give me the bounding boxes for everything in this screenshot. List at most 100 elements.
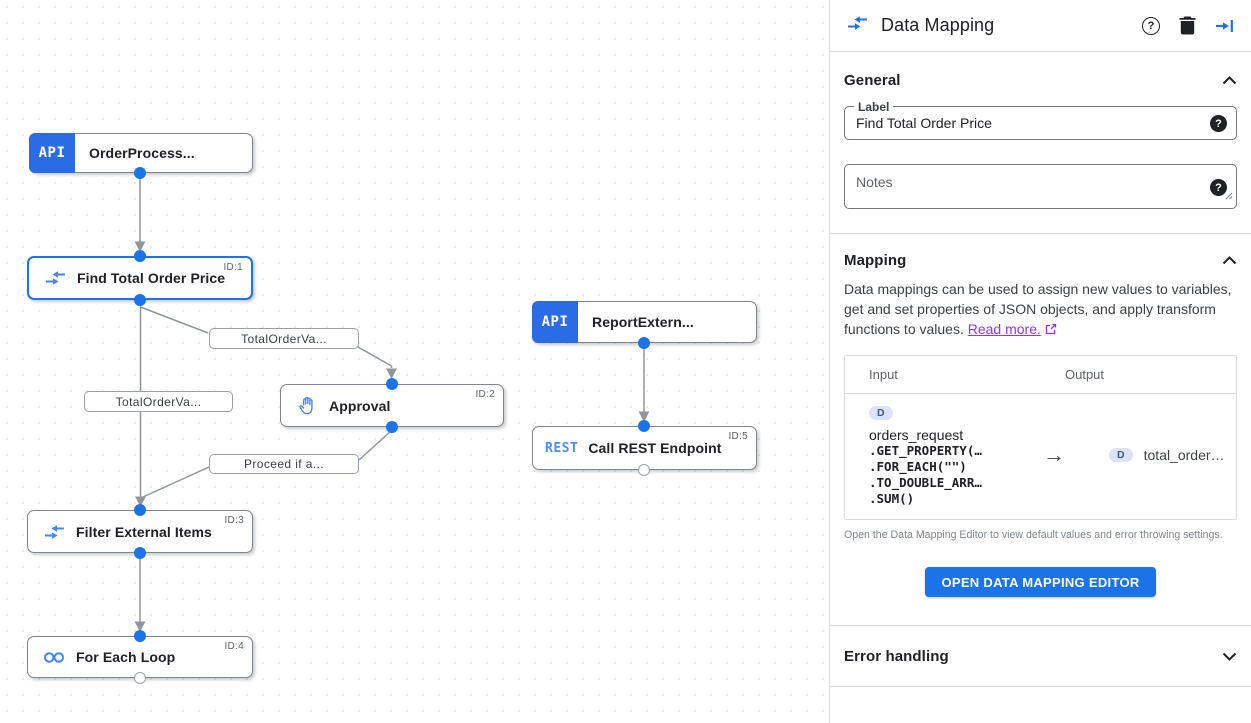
mapping-arrow-icon: → bbox=[1043, 442, 1065, 467]
mapping-caption: Open the Data Mapping Editor to view def… bbox=[844, 529, 1223, 541]
mapping-description: Data mappings can be used to assign new … bbox=[844, 279, 1237, 339]
data-mapping-icon bbox=[847, 15, 868, 36]
label-help-icon[interactable]: ? bbox=[1210, 115, 1227, 132]
delete-button[interactable] bbox=[1179, 16, 1196, 35]
chevron-up-icon bbox=[1222, 76, 1237, 85]
collapse-general-button[interactable] bbox=[1222, 76, 1237, 85]
transform-function: .TO_DOUBLE_ARR… bbox=[869, 475, 982, 490]
panel-header: Data Mapping ? bbox=[830, 0, 1251, 52]
chevron-up-icon bbox=[1222, 256, 1237, 265]
general-section-title: General bbox=[844, 72, 901, 89]
data-mapping-icon bbox=[43, 270, 67, 286]
connector-dot[interactable] bbox=[638, 337, 650, 349]
node-label: Approval bbox=[329, 397, 391, 414]
error-handling-section: Error handling bbox=[830, 626, 1251, 686]
connector-dot-open[interactable] bbox=[638, 464, 650, 476]
label-field-wrap: Label ? bbox=[844, 100, 1237, 140]
transform-function: .GET_PROPERTY(… bbox=[869, 443, 982, 458]
expand-error-handling-button[interactable] bbox=[1222, 652, 1237, 661]
connector-dot[interactable] bbox=[134, 504, 146, 516]
edge-label-proceed-if[interactable]: Proceed if a... bbox=[209, 454, 359, 474]
node-label: Call REST Endpoint bbox=[588, 440, 722, 456]
node-trigger-reportextern[interactable]: API ReportExtern... bbox=[532, 301, 757, 343]
collapse-panel-button[interactable] bbox=[1215, 18, 1234, 34]
connector-dot[interactable] bbox=[134, 167, 146, 179]
open-data-mapping-editor-button[interactable]: OPEN DATA MAPPING EDITOR bbox=[925, 567, 1156, 597]
connector-dot[interactable] bbox=[386, 378, 398, 390]
mapping-description-text: Data mappings can be used to assign new … bbox=[844, 281, 1232, 337]
notes-textarea[interactable] bbox=[845, 165, 1236, 208]
config-panel: Data Mapping ? General Label bbox=[830, 0, 1251, 723]
mapping-output-cell: D total_order… bbox=[1109, 447, 1225, 463]
node-for-each-loop[interactable]: For Each Loop ID:4 bbox=[27, 636, 253, 678]
node-label: ReportExtern... bbox=[592, 314, 694, 330]
api-trigger-icon: API bbox=[29, 133, 75, 173]
rest-icon: REST bbox=[545, 440, 579, 456]
node-trigger-orderprocess[interactable]: API OrderProcess... bbox=[29, 133, 253, 173]
label-field-label: Label bbox=[854, 100, 894, 114]
transform-function: .FOR_EACH("") bbox=[869, 459, 967, 474]
divider bbox=[830, 686, 1251, 687]
trash-icon bbox=[1179, 16, 1196, 35]
transform-function: .SUM() bbox=[869, 491, 915, 506]
input-column-header: Input bbox=[869, 367, 898, 382]
node-label: OrderProcess... bbox=[89, 145, 195, 161]
connector-dot[interactable] bbox=[134, 547, 146, 559]
output-column-header: Output bbox=[1065, 367, 1105, 382]
edge-label-text: TotalOrderVa... bbox=[241, 331, 327, 346]
node-id: ID:1 bbox=[223, 262, 243, 273]
connector-dot[interactable] bbox=[134, 250, 146, 262]
node-label: For Each Loop bbox=[76, 649, 176, 665]
mapping-input-cell: D orders_request .GET_PROPERTY(… .FOR_EA… bbox=[869, 403, 1021, 507]
error-handling-title: Error handling bbox=[844, 647, 949, 665]
node-label: Find Total Order Price bbox=[77, 270, 226, 286]
hand-approval-icon bbox=[295, 395, 319, 416]
input-variable: orders_request bbox=[869, 427, 964, 443]
help-button[interactable]: ? bbox=[1142, 16, 1160, 35]
mapping-table: Input Output D orders_request .GET_PROPE… bbox=[844, 355, 1237, 520]
divider bbox=[830, 233, 1251, 234]
data-type-badge: D bbox=[1109, 448, 1133, 462]
connector-dot[interactable] bbox=[386, 421, 398, 433]
loop-icon bbox=[42, 651, 66, 664]
mapping-section-title: Mapping bbox=[844, 252, 907, 269]
connector-dot[interactable] bbox=[134, 630, 146, 642]
mapping-row[interactable]: D orders_request .GET_PROPERTY(… .FOR_EA… bbox=[845, 394, 1236, 519]
notes-help-icon[interactable]: ? bbox=[1210, 179, 1227, 196]
notes-field-wrap: ? bbox=[844, 164, 1237, 209]
collapse-panel-icon bbox=[1216, 19, 1233, 32]
output-variable: total_order… bbox=[1143, 447, 1225, 463]
collapse-mapping-button[interactable] bbox=[1222, 256, 1237, 265]
connector-dot[interactable] bbox=[134, 294, 146, 306]
node-data-mapping-find-total[interactable]: Find Total Order Price ID:1 bbox=[27, 256, 253, 300]
flow-edges bbox=[134, 173, 650, 632]
connector-dot[interactable] bbox=[638, 420, 650, 432]
divider bbox=[830, 625, 1251, 626]
edge-label-text: Proceed if a... bbox=[243, 457, 325, 471]
general-section: General Label ? ? bbox=[830, 52, 1251, 209]
edge-label-total-order-left[interactable]: TotalOrderVa... bbox=[84, 391, 233, 412]
workflow-canvas[interactable]: API OrderProcess... Find Total Order Pri… bbox=[0, 0, 830, 723]
data-mapping-icon bbox=[42, 524, 66, 540]
read-more-link[interactable]: Read more. bbox=[967, 321, 1041, 337]
connector-dot-open[interactable] bbox=[134, 672, 146, 684]
edge-label-total-order-right[interactable]: TotalOrderVa... bbox=[209, 328, 359, 349]
panel-title: Data Mapping bbox=[881, 15, 995, 35]
resize-handle-icon[interactable] bbox=[1224, 187, 1233, 205]
node-id: ID:2 bbox=[475, 389, 495, 400]
data-type-badge: D bbox=[869, 406, 893, 420]
node-id: ID:5 bbox=[728, 431, 748, 442]
help-icon: ? bbox=[1142, 16, 1160, 35]
chevron-down-icon bbox=[1222, 652, 1237, 661]
api-trigger-icon: API bbox=[532, 301, 578, 343]
node-call-rest-endpoint[interactable]: REST Call REST Endpoint ID:5 bbox=[532, 426, 757, 470]
label-input[interactable] bbox=[845, 107, 1236, 139]
node-id: ID:3 bbox=[224, 515, 244, 526]
edge-label-text: TotalOrderVa... bbox=[115, 394, 202, 409]
external-link-icon bbox=[1045, 323, 1056, 335]
node-label: Filter External Items bbox=[76, 523, 212, 540]
mapping-table-header: Input Output bbox=[845, 356, 1236, 394]
node-approval[interactable]: Approval ID:2 bbox=[280, 384, 504, 427]
mapping-section: Mapping Data mappings can be used to ass… bbox=[830, 234, 1251, 597]
